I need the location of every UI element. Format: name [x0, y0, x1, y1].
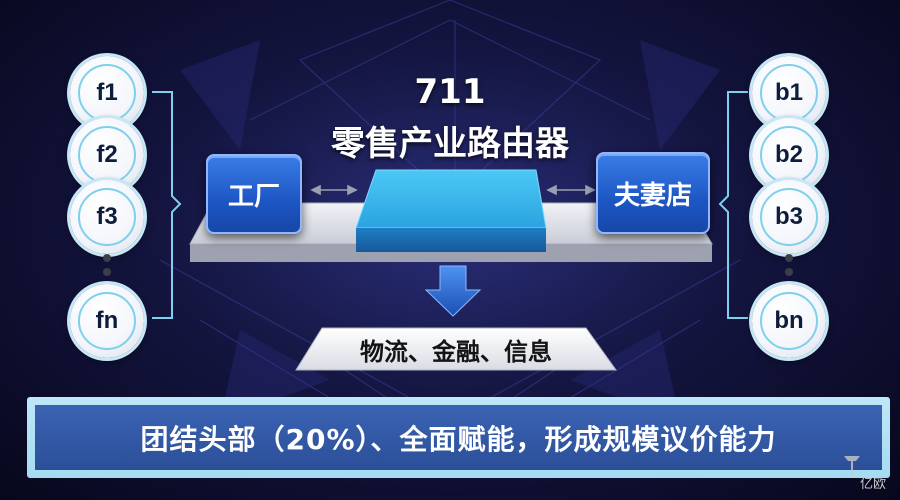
store-box: 夫妻店	[596, 152, 710, 234]
factory-node-f2: f2	[70, 118, 144, 192]
summary-banner: 团结头部（20%）、全面赋能，形成规模议价能力	[27, 397, 890, 478]
store-node-bn: bn	[752, 284, 826, 358]
node-label: f3	[78, 188, 136, 246]
store-node-b2: b2	[752, 118, 826, 192]
banner-text: 团结头部（20%）、全面赋能，形成规模议价能力	[35, 405, 882, 470]
service-label: 物流、金融、信息	[360, 337, 552, 366]
diagram-title-number: 711	[414, 72, 486, 112]
down-arrow	[424, 265, 482, 317]
store-node-b3: b3	[752, 180, 826, 254]
right-bracket	[718, 91, 748, 319]
node-label: b2	[760, 126, 818, 184]
store-node-b1: b1	[752, 56, 826, 130]
router-block	[355, 169, 547, 252]
node-label: b1	[760, 64, 818, 122]
factory-box: 工厂	[206, 154, 302, 234]
node-label: f1	[78, 64, 136, 122]
lower-platform	[295, 327, 617, 371]
node-label: fn	[78, 292, 136, 350]
factory-node-fn: fn	[70, 284, 144, 358]
node-label: b3	[760, 188, 818, 246]
node-label: bn	[760, 292, 818, 350]
right-double-arrow	[546, 184, 596, 196]
left-double-arrow	[310, 184, 358, 196]
watermark-logo-icon	[844, 456, 860, 476]
watermark-text: 亿欧	[859, 477, 886, 492]
node-label: f2	[78, 126, 136, 184]
diagram-title: 零售产业路由器	[331, 124, 569, 164]
left-bracket	[152, 91, 182, 319]
factory-node-f3: f3	[70, 180, 144, 254]
